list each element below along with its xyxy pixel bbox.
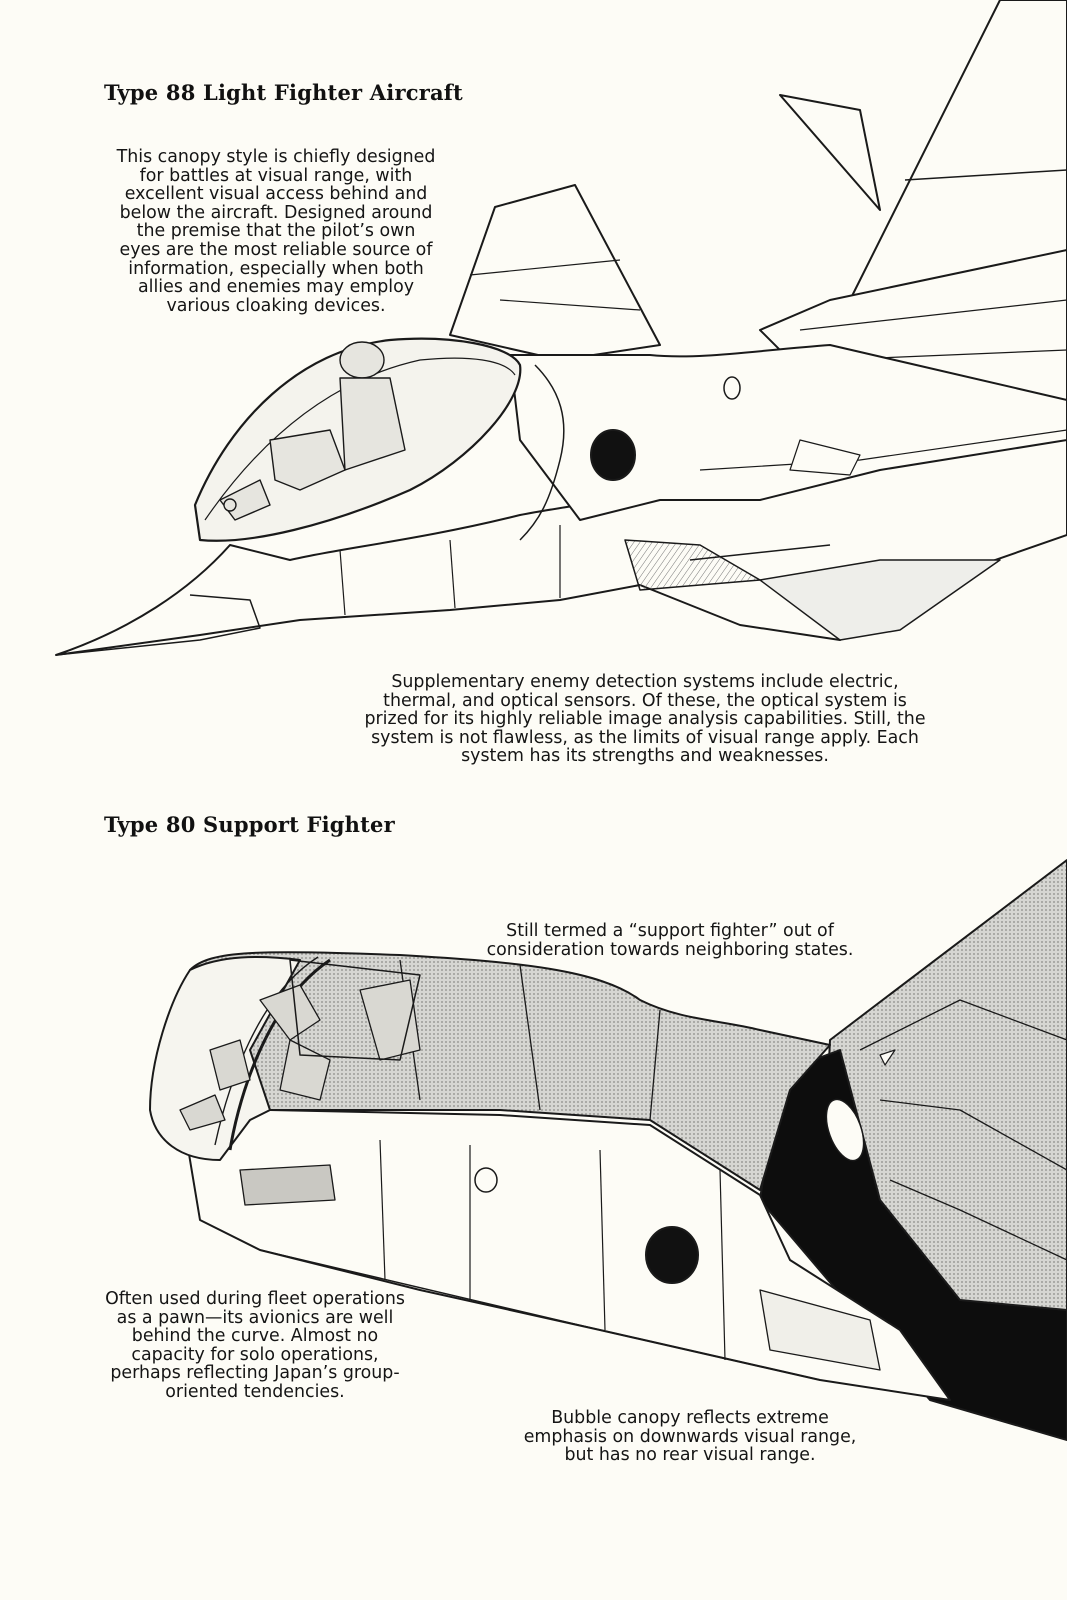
caption-line: capacity for solo operations, <box>131 1344 379 1365</box>
type88-pilot <box>219 341 406 521</box>
type88-canopy-caption: This canopy style is chiefly designed fo… <box>96 148 456 315</box>
caption-line: Often used during fleet operations <box>105 1289 405 1309</box>
type80-aircraft-illustration <box>149 859 1067 1441</box>
caption-line: system has its strengths and weaknesses. <box>461 746 829 767</box>
type88-wing <box>449 184 661 361</box>
type80-name-caption: Still termed a “support fighter” out of … <box>440 922 900 959</box>
caption-line: for battles at visual range, with <box>139 165 413 186</box>
caption-line: eyes are the most reliable source of <box>119 239 433 260</box>
type80-canopy-caption: Bubble canopy reflects extreme emphasis … <box>480 1409 900 1465</box>
type88-sensors-caption: Supplementary enemy detection systems in… <box>330 673 960 766</box>
type88-roundel <box>590 429 636 481</box>
caption-line: oriented tendencies. <box>165 1381 345 1402</box>
caption-line: behind the curve. Almost no <box>131 1326 379 1347</box>
caption-line: various cloaking devices. <box>166 295 386 316</box>
type88-horizontal-tail <box>779 94 881 211</box>
caption-line: allies and enemies may employ <box>137 277 415 298</box>
caption-line: information, especially when both <box>128 258 424 279</box>
type80-heading: Type 80 Support Fighter <box>104 812 395 837</box>
type88-heading: Type 88 Light Fighter Aircraft <box>104 80 463 105</box>
caption-line: as a pawn—its avionics are well <box>116 1307 394 1328</box>
type80-pilot <box>179 979 421 1206</box>
caption-line: Supplementary enemy detection systems in… <box>391 672 899 692</box>
caption-line: thermal, and optical sensors. Of these, … <box>383 690 907 711</box>
type80-fleet-caption: Often used during fleet operations as a … <box>80 1290 430 1402</box>
caption-line: the premise that the pilot’s own <box>136 221 416 242</box>
caption-line: consideration towards neighboring states… <box>486 939 854 960</box>
caption-line: system is not flawless, as the limits of… <box>371 727 919 748</box>
caption-line: This canopy style is chiefly designed <box>116 147 436 167</box>
type80-upper-fuselage <box>179 951 831 1191</box>
type80-roundel <box>645 1226 699 1284</box>
caption-line: prized for its highly reliable image ana… <box>364 709 926 730</box>
caption-line: Bubble canopy reflects extreme <box>551 1408 829 1428</box>
caption-line: Still termed a “support fighter” out of <box>506 921 834 941</box>
caption-line: but has no rear visual range. <box>564 1445 816 1466</box>
caption-line: excellent visual access behind and <box>124 184 428 205</box>
type88-aircraft-illustration <box>55 0 1067 656</box>
caption-line: perhaps reflecting Japan’s group- <box>110 1363 400 1384</box>
caption-line: below the aircraft. Designed around <box>119 202 433 223</box>
caption-line: emphasis on downwards visual range, <box>523 1426 857 1447</box>
